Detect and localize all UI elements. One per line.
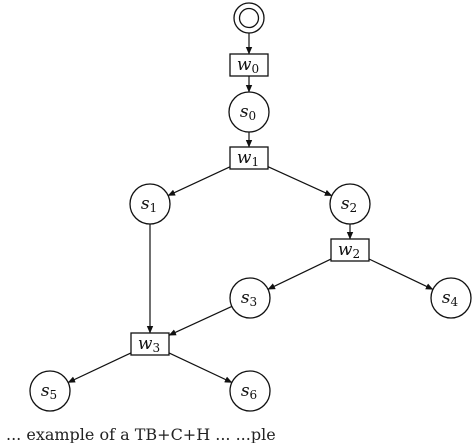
node-label-subscript: 2 bbox=[352, 247, 360, 261]
edge-w3-to-s6 bbox=[168, 352, 233, 384]
node-s3: s3 bbox=[229, 277, 271, 319]
node-label-subscript: 1 bbox=[150, 201, 158, 215]
node-label-subscript: 6 bbox=[250, 388, 258, 402]
node-w2: w2 bbox=[330, 238, 370, 262]
node-s5: s5 bbox=[29, 370, 71, 412]
start-node-inner-ring bbox=[238, 7, 260, 29]
node-w1: w1 bbox=[229, 146, 269, 170]
edge-w1-to-s1 bbox=[167, 166, 231, 197]
node-w0: w0 bbox=[229, 53, 269, 77]
node-s0: s0 bbox=[228, 91, 270, 133]
node-s6: s6 bbox=[229, 370, 271, 412]
edge-w2-to-s3 bbox=[267, 258, 332, 290]
node-label-base: s bbox=[241, 288, 250, 308]
task-box bbox=[229, 53, 269, 77]
node-label-subscript: 1 bbox=[251, 155, 259, 169]
edge-w2-to-s4 bbox=[368, 258, 434, 290]
task-box bbox=[130, 332, 170, 356]
node-label-s6: s6 bbox=[241, 381, 257, 402]
node-label-s0: s0 bbox=[240, 102, 256, 123]
state-circle bbox=[329, 183, 371, 225]
node-w3: w3 bbox=[130, 332, 170, 356]
node-label-base: s bbox=[141, 194, 150, 214]
task-box bbox=[229, 146, 269, 170]
node-label-base: s bbox=[341, 194, 350, 214]
node-label-w3: w3 bbox=[138, 334, 160, 355]
state-circle bbox=[430, 277, 472, 319]
node-label-s5: s5 bbox=[41, 381, 57, 402]
state-circle bbox=[229, 370, 271, 412]
node-label-base: w bbox=[138, 334, 153, 354]
node-label-subscript: 4 bbox=[451, 295, 459, 309]
node-label-s1: s1 bbox=[141, 194, 157, 215]
state-circle bbox=[129, 183, 171, 225]
edge-w3-to-s5 bbox=[67, 352, 132, 384]
node-s4: s4 bbox=[430, 277, 472, 319]
node-label-subscript: 0 bbox=[251, 62, 259, 76]
node-s1: s1 bbox=[129, 183, 171, 225]
state-circle bbox=[229, 277, 271, 319]
node-label-subscript: 0 bbox=[249, 109, 257, 123]
node-label-subscript: 2 bbox=[350, 201, 358, 215]
node-start bbox=[233, 2, 265, 34]
node-label-base: s bbox=[240, 102, 249, 122]
node-s2: s2 bbox=[329, 183, 371, 225]
figure-caption: ... example of a TB+C+H ... ...ple bbox=[6, 425, 276, 443]
state-circle bbox=[29, 370, 71, 412]
state-circle bbox=[228, 91, 270, 133]
node-label-subscript: 3 bbox=[250, 295, 258, 309]
node-label-s2: s2 bbox=[341, 194, 357, 215]
edge-s3-to-w3 bbox=[168, 305, 233, 336]
node-label-base: s bbox=[442, 288, 451, 308]
node-label-w0: w0 bbox=[237, 55, 259, 76]
node-label-base: w bbox=[237, 55, 252, 75]
task-box bbox=[330, 238, 370, 262]
node-label-base: w bbox=[338, 240, 353, 260]
node-label-base: w bbox=[237, 148, 252, 168]
node-label-w2: w2 bbox=[338, 240, 360, 261]
node-label-base: s bbox=[241, 381, 250, 401]
edge-w1-to-s2 bbox=[267, 166, 333, 197]
node-label-s3: s3 bbox=[241, 288, 257, 309]
node-label-subscript: 5 bbox=[50, 388, 58, 402]
node-label-s4: s4 bbox=[442, 288, 459, 309]
edges-layer bbox=[67, 33, 434, 384]
node-label-base: s bbox=[41, 381, 50, 401]
node-label-subscript: 3 bbox=[152, 341, 160, 355]
node-label-w1: w1 bbox=[237, 148, 259, 169]
